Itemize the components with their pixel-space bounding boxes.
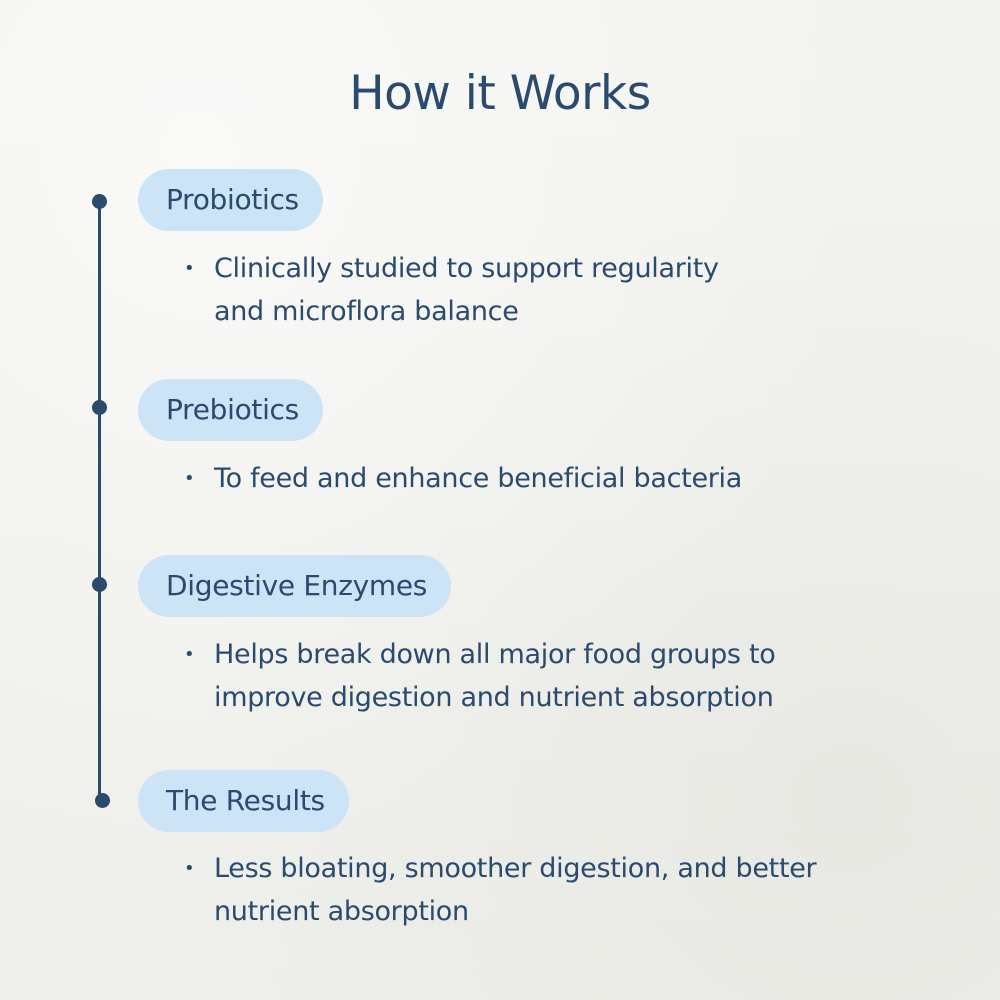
page-title: How it Works	[349, 66, 651, 121]
timeline-dot-3	[92, 577, 107, 592]
bullet-line: Clinically studied to support regularity	[214, 253, 719, 284]
bullet-dot-icon: •	[184, 858, 195, 879]
bullet-dot-icon: •	[184, 644, 195, 665]
timeline-dot-1	[92, 194, 107, 209]
step-bullet-digestive-enzymes: • Helps break down all major food groups…	[184, 633, 854, 719]
bullet-line: Helps break down all major food groups t…	[214, 639, 776, 670]
step-label-probiotics: Probiotics	[138, 169, 323, 231]
timeline-line	[98, 201, 101, 801]
step-label-digestive-enzymes: Digestive Enzymes	[138, 555, 452, 617]
bullet-dot-icon: •	[184, 468, 195, 489]
step-bullet-prebiotics: • To feed and enhance beneficial bacteri…	[184, 457, 854, 500]
bullet-line: nutrient absorption	[214, 896, 469, 927]
timeline-dot-4	[95, 793, 110, 808]
bullet-line: Less bloating, smoother digestion, and b…	[214, 853, 817, 884]
bullet-line: improve digestion and nutrient absorptio…	[214, 682, 774, 713]
bullet-line: To feed and enhance beneficial bacteria	[214, 463, 742, 494]
step-bullet-probiotics: • Clinically studied to support regulari…	[184, 247, 854, 333]
bullet-dot-icon: •	[184, 258, 195, 279]
step-label-the-results: The Results	[138, 770, 349, 832]
step-label-prebiotics: Prebiotics	[138, 379, 323, 441]
bullet-line: and microflora balance	[214, 296, 519, 327]
step-bullet-the-results: • Less bloating, smoother digestion, and…	[184, 847, 854, 933]
timeline-dot-2	[92, 400, 107, 415]
